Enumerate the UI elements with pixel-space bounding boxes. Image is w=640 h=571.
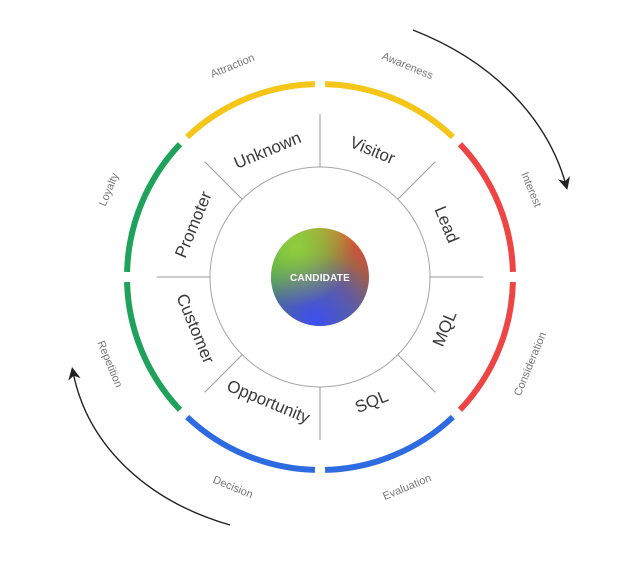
stage-label-opportunity: Opportunity <box>224 376 313 427</box>
center-circle: CANDIDATE <box>271 228 369 326</box>
phase-label-repetition: Repetition <box>94 339 124 389</box>
phase-label-evaluation: Evaluation <box>381 472 433 503</box>
flow-arrow-top-right <box>412 29 571 190</box>
phase-label-awareness: Awareness <box>380 50 435 82</box>
stage-label-lead: Lead <box>431 203 463 245</box>
outer-arc-green <box>124 281 183 412</box>
outer-arc-blue <box>324 414 455 473</box>
flow-arrow-bottom-left <box>68 367 231 526</box>
stage-label-mql: MQL <box>429 308 461 349</box>
outer-arc-yellow <box>324 81 455 140</box>
stage-label-promoter: Promoter <box>171 188 215 260</box>
outer-arc-red <box>457 281 516 412</box>
stage-label-visitor: Visitor <box>347 133 398 169</box>
stage-label-unknown: Unknown <box>231 128 304 173</box>
divider-group <box>157 114 483 440</box>
phase-label-interest: Interest <box>518 170 543 208</box>
sector-divider <box>204 354 243 393</box>
phase-label-decision: Decision <box>211 474 255 501</box>
outer-arc-yellow <box>185 81 316 140</box>
outer-arc-blue <box>185 414 316 473</box>
sector-divider <box>204 161 243 200</box>
phase-label-loyalty: Loyalty <box>97 171 122 208</box>
center-label: CANDIDATE <box>290 273 350 284</box>
outer-arc-red <box>457 142 516 273</box>
phase-label-consideration: Consideration <box>512 331 549 398</box>
colored-arc-group <box>124 81 516 473</box>
sector-divider <box>397 161 436 200</box>
sector-divider <box>397 354 436 393</box>
stage-label-customer: Customer <box>172 291 218 367</box>
phase-label-attraction: Attraction <box>209 52 257 81</box>
stage-label-sql: SQL <box>352 386 391 417</box>
outer-arc-green <box>124 142 183 273</box>
